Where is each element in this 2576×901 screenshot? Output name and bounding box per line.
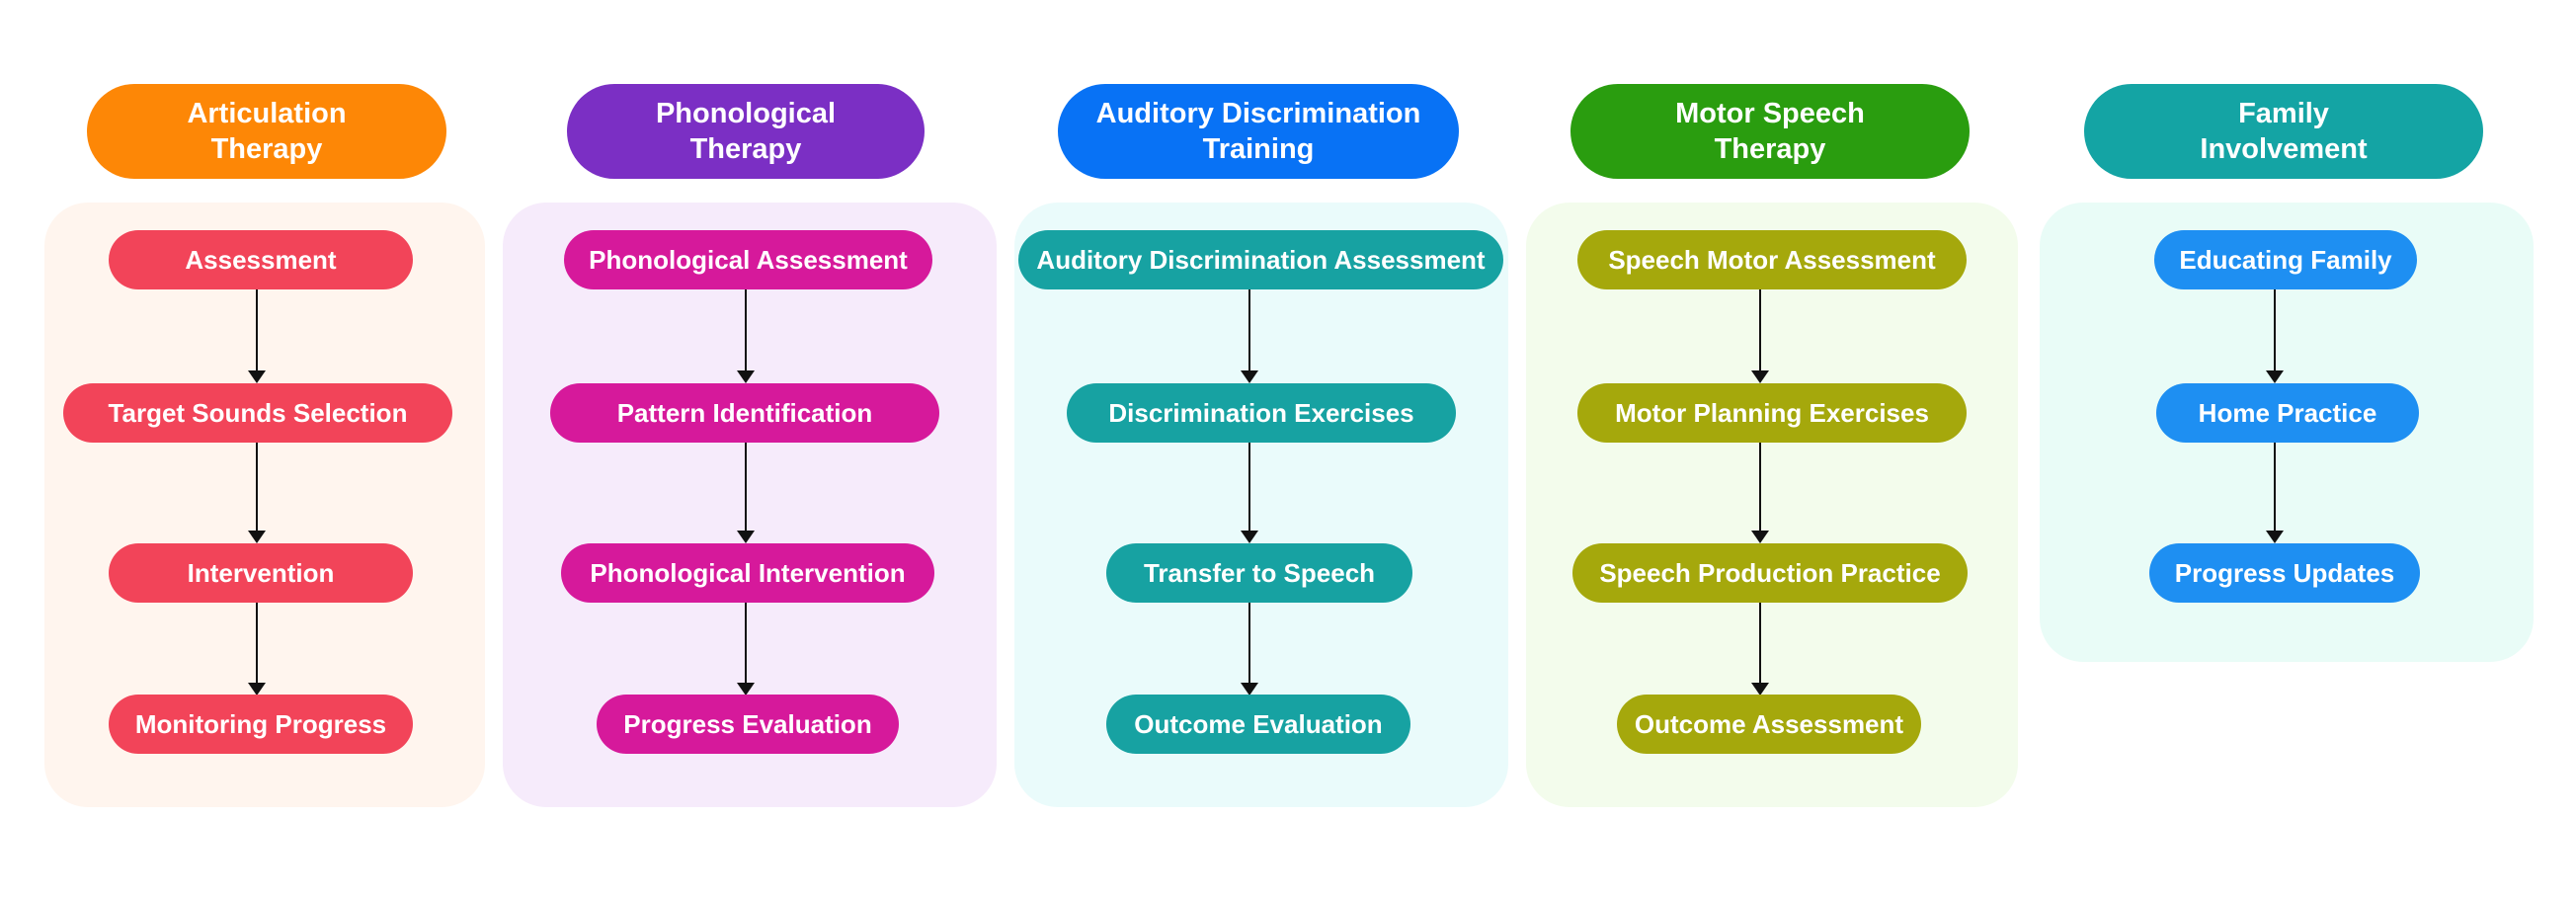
step-home-practice: Home Practice <box>2156 383 2419 443</box>
flow-arrow <box>737 443 755 543</box>
step-phonological-assessment: Phonological Assessment <box>564 230 932 289</box>
header-label: Auditory Discrimination Training <box>1095 98 1421 165</box>
header-label: Motor Speech Therapy <box>1675 98 1865 165</box>
step-pattern-identification: Pattern Identification <box>550 383 939 443</box>
step-progress-evaluation: Progress Evaluation <box>597 695 899 754</box>
phonological-therapy-header: Phonological Therapy <box>567 84 925 179</box>
flow-arrow <box>1241 443 1258 543</box>
articulation-therapy-header: Articulation Therapy <box>87 84 446 179</box>
header-label: Phonological Therapy <box>655 98 837 165</box>
flow-arrow <box>2266 443 2284 543</box>
flow-arrow <box>1241 603 1258 696</box>
step-transfer-to-speech: Transfer to Speech <box>1106 543 1412 603</box>
step-speech-production-practice: Speech Production Practice <box>1572 543 1968 603</box>
step-assessment: Assessment <box>109 230 413 289</box>
auditory-discrimination-header: Auditory Discrimination Training <box>1058 84 1459 179</box>
header-label: Family Involvement <box>2200 98 2368 165</box>
step-outcome-assessment: Outcome Assessment <box>1617 695 1921 754</box>
motor-speech-therapy-header: Motor Speech Therapy <box>1570 84 1970 179</box>
flow-arrow <box>1751 289 1769 383</box>
flow-arrow <box>737 603 755 696</box>
step-target-sounds-selection: Target Sounds Selection <box>63 383 452 443</box>
flow-arrow <box>737 289 755 383</box>
step-outcome-evaluation: Outcome Evaluation <box>1106 695 1410 754</box>
flow-arrow <box>248 289 266 383</box>
step-speech-motor-assessment: Speech Motor Assessment <box>1577 230 1967 289</box>
step-intervention: Intervention <box>109 543 413 603</box>
flow-arrow <box>1751 603 1769 696</box>
step-monitoring-progress: Monitoring Progress <box>109 695 413 754</box>
flow-arrow <box>1751 443 1769 543</box>
step-educating-family: Educating Family <box>2154 230 2417 289</box>
step-progress-updates: Progress Updates <box>2149 543 2420 603</box>
flow-arrow <box>2266 289 2284 383</box>
flow-arrow <box>248 603 266 696</box>
step-motor-planning-exercises: Motor Planning Exercises <box>1577 383 1967 443</box>
step-auditory-discrimination-assessment: Auditory Discrimination Assessment <box>1018 230 1503 289</box>
family-involvement-header: Family Involvement <box>2084 84 2483 179</box>
step-phonological-intervention: Phonological Intervention <box>561 543 934 603</box>
step-discrimination-exercises: Discrimination Exercises <box>1067 383 1456 443</box>
header-label: Articulation Therapy <box>187 98 347 165</box>
flow-arrow <box>248 443 266 543</box>
flow-arrow <box>1241 289 1258 383</box>
